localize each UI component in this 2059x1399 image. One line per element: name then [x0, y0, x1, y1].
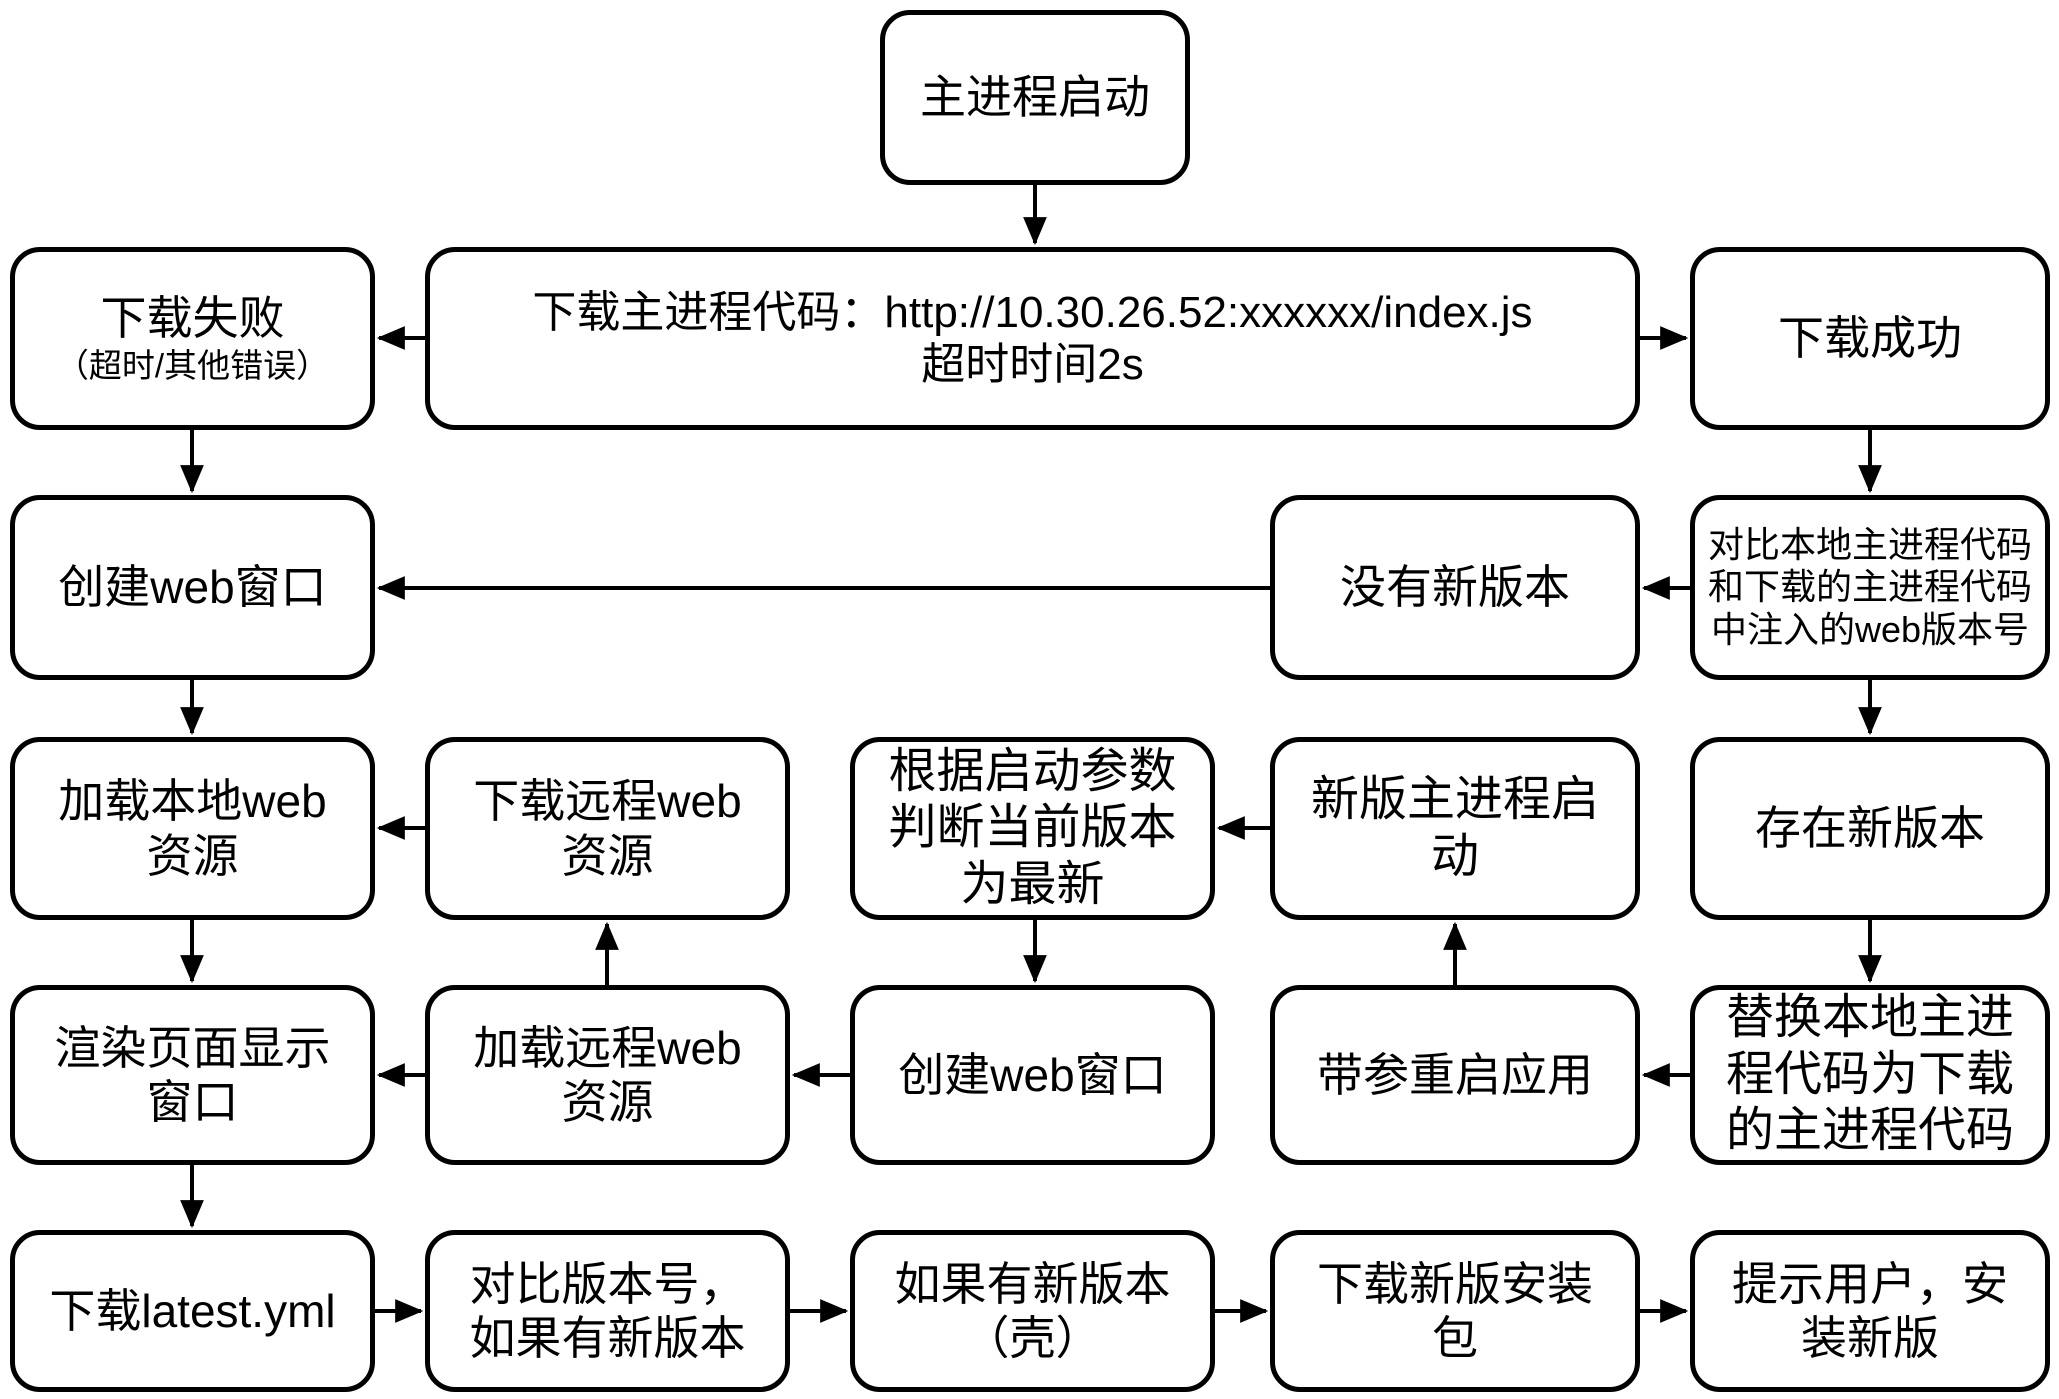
node-download-installer: 下载新版安装 包 — [1270, 1230, 1640, 1392]
node-download-code: 下载主进程代码：http://10.30.26.52:xxxxxx/index.… — [425, 247, 1640, 430]
node-has-new-version: 存在新版本 — [1690, 737, 2050, 920]
node-new-main-start: 新版主进程启 动 — [1270, 737, 1640, 920]
node-download-success: 下载成功 — [1690, 247, 2050, 430]
node-compare-version-no: 对比版本号， 如果有新版本 — [425, 1230, 790, 1392]
node-render-page: 渲染页面显示 窗口 — [10, 985, 375, 1165]
node-new-version-shell: 如果有新版本 （壳） — [850, 1230, 1215, 1392]
node-judge-latest: 根据启动参数 判断当前版本 为最新 — [850, 737, 1215, 920]
node-download-fail-title: 下载失败 — [100, 291, 285, 344]
node-download-remote-web: 下载远程web 资源 — [425, 737, 790, 920]
node-prompt-install: 提示用户，安 装新版 — [1690, 1230, 2050, 1392]
node-replace-local-code: 替换本地主进 程代码为下载 的主进程代码 — [1690, 985, 2050, 1165]
node-download-fail: 下载失败 （超时/其他错误） — [10, 247, 375, 430]
node-main-start: 主进程启动 — [880, 10, 1190, 185]
node-load-remote-web: 加载远程web 资源 — [425, 985, 790, 1165]
node-create-web-window-2: 创建web窗口 — [850, 985, 1215, 1165]
node-load-local-web: 加载本地web 资源 — [10, 737, 375, 920]
node-create-web-window-1: 创建web窗口 — [10, 495, 375, 680]
node-compare-versions: 对比本地主进程代码 和下载的主进程代码 中注入的web版本号 — [1690, 495, 2050, 680]
node-download-latest-yml: 下载latest.yml — [10, 1230, 375, 1392]
node-download-fail-subtitle: （超时/其他错误） — [55, 347, 330, 384]
node-no-new-version: 没有新版本 — [1270, 495, 1640, 680]
node-restart-with-args: 带参重启应用 — [1270, 985, 1640, 1165]
